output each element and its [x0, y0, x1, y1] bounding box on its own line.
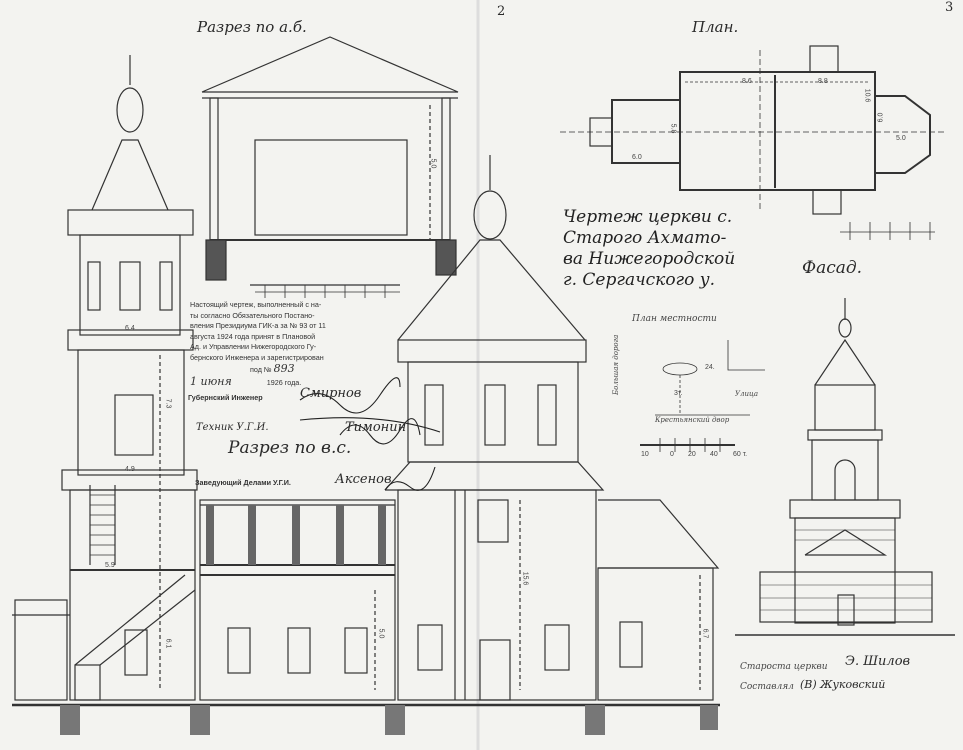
- scale-label: 10: [641, 451, 649, 458]
- stamp-line: Настоящий чертеж, выполненный с на-: [190, 300, 322, 309]
- warden-label: Староста церкви: [740, 662, 828, 672]
- author-signature: (В) Жуковский: [800, 678, 886, 691]
- scale-label: 20: [688, 451, 696, 458]
- tower-dimension: 5.9: [105, 562, 115, 569]
- floor-plan: [560, 45, 945, 215]
- site-road-label: Улица: [735, 390, 759, 398]
- scale-bar-plan: [840, 222, 935, 240]
- title-line: Чертеж церкви с.: [563, 207, 733, 227]
- site-distance-east: 24.: [705, 364, 715, 371]
- warden-signature: Э. Шилов: [845, 654, 911, 669]
- site-side-label: Большая дорога: [612, 334, 620, 395]
- title-line: Старого Ахмато-: [563, 228, 727, 248]
- manager-signature: Аксенов: [335, 472, 392, 487]
- heading-section-bc: Разрез по в.с.: [228, 438, 352, 458]
- stamp-line: вления Президиума ГИК-а за № 93 от 11: [190, 321, 326, 331]
- tower-dimension: 6.1: [164, 638, 172, 649]
- site-yard-label: Крестьянский двор: [655, 416, 730, 424]
- registration-stamp: Настоящий чертеж, выполненный с на- ты с…: [190, 300, 326, 389]
- technician-signature: Тимонин: [345, 420, 407, 435]
- plan-dimension: 8.8: [818, 78, 828, 85]
- stamp-line: августа 1924 года принят в Плановой: [190, 331, 316, 341]
- page-number-right: 3: [945, 0, 954, 15]
- heading-plan: План.: [692, 18, 739, 36]
- stamp-line: бернского Инженера и зарегистрирован: [190, 352, 324, 362]
- plan-dimension: 5.8: [669, 123, 677, 134]
- reg-label: под №: [250, 364, 272, 374]
- apse-section: [597, 499, 720, 701]
- technician-label: Техник У.Г.И.: [196, 422, 269, 433]
- site-plan-sketch: [640, 340, 765, 452]
- plan-dimension: 10.6: [863, 88, 871, 103]
- scale-label: 40: [710, 451, 718, 458]
- page-number-left: 2: [497, 4, 506, 19]
- engineer-label: Губернский Инженер: [188, 393, 263, 402]
- heading-section-ab: Разрез по а.б.: [197, 18, 307, 36]
- nave-dimension: 15.6: [521, 571, 529, 586]
- facade-elevation: [735, 298, 955, 636]
- site-distance-south: 3т.: [674, 390, 683, 397]
- title-line: ва Нижегородской: [563, 249, 736, 269]
- central-tower-section: [384, 155, 605, 701]
- nave-dimension: 5.0: [377, 628, 385, 639]
- stamp-year: 1926: [266, 378, 283, 388]
- scale-label: 0: [670, 451, 674, 458]
- tower-dimension: 7.3: [164, 398, 172, 409]
- nave-dimension: 6.7: [701, 628, 709, 639]
- plan-dimension: 6.0: [877, 112, 885, 123]
- engineer-signature: Смирнов: [300, 386, 362, 401]
- reg-number: 893: [273, 361, 295, 375]
- bell-tower-section: [12, 55, 198, 701]
- scale-bar-upper: [255, 285, 400, 298]
- nave-section: [199, 499, 396, 701]
- site-plan-title: План местности: [632, 314, 717, 324]
- drawing-title: Чертеж церкви с. Старого Ахмато- ва Ниже…: [563, 207, 735, 291]
- tower-dimension: 6.4: [125, 325, 135, 332]
- section-ab-drawing: [201, 36, 459, 286]
- scale-label: 60 т.: [733, 451, 748, 458]
- tower-dimension: 4.9: [125, 466, 135, 473]
- plan-dimension: 6.0: [632, 154, 642, 161]
- signature-strokes: [299, 377, 441, 491]
- plan-dimension: 5.0: [896, 135, 906, 142]
- stamp-year-suffix: года.: [284, 378, 302, 388]
- stamp-line: ты согласно Обязательного Постано-: [190, 310, 315, 320]
- stamp-line: Ад. и Управлении Нижегородского Гу-: [190, 342, 317, 352]
- author-label: Составлял: [740, 682, 794, 692]
- section-ab-height: 5.0: [429, 158, 437, 169]
- title-line: г. Сергачского у.: [563, 270, 716, 290]
- plan-dimension: 8.6: [742, 78, 752, 85]
- manager-label: Заведующий Делами У.Г.И.: [195, 478, 291, 487]
- stamp-date: 1 июня: [190, 375, 232, 389]
- heading-facade: Фасад.: [802, 258, 863, 278]
